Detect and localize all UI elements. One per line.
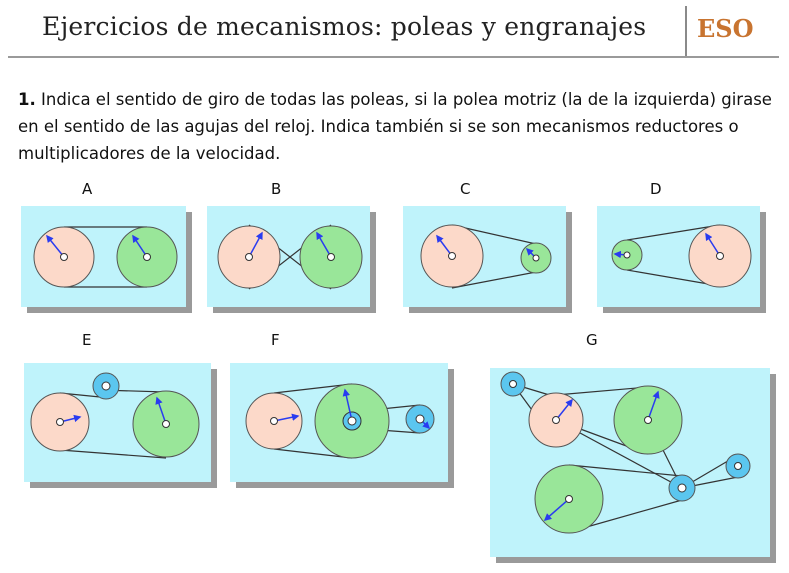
exercise-text: Indica el sentido de giro de todas las p… [18, 90, 772, 163]
diagram-a [33, 226, 178, 288]
diagram-e [30, 372, 200, 459]
header-rule [8, 56, 779, 58]
diagram-label-g: G [586, 331, 598, 349]
diagram-b [217, 224, 363, 290]
diagram-label-f: F [271, 331, 280, 349]
exercise-statement: 1. Indica el sentido de giro de todas la… [18, 86, 780, 167]
header-divider [685, 6, 687, 56]
page-title: Ejercicios de mecanismos: poleas y engra… [42, 12, 647, 41]
diagram-label-b: B [271, 180, 282, 198]
diagram-label-d: D [650, 180, 662, 198]
diagram-d [611, 224, 752, 288]
diagram-g [500, 371, 751, 534]
exercise-number: 1. [18, 90, 36, 109]
diagram-label-e: E [82, 331, 92, 349]
level-badge: ESO [697, 14, 754, 43]
diagram-c [420, 224, 552, 289]
diagram-label-a: A [82, 180, 93, 198]
diagram-label-c: C [460, 180, 471, 198]
diagram-f [245, 383, 435, 459]
